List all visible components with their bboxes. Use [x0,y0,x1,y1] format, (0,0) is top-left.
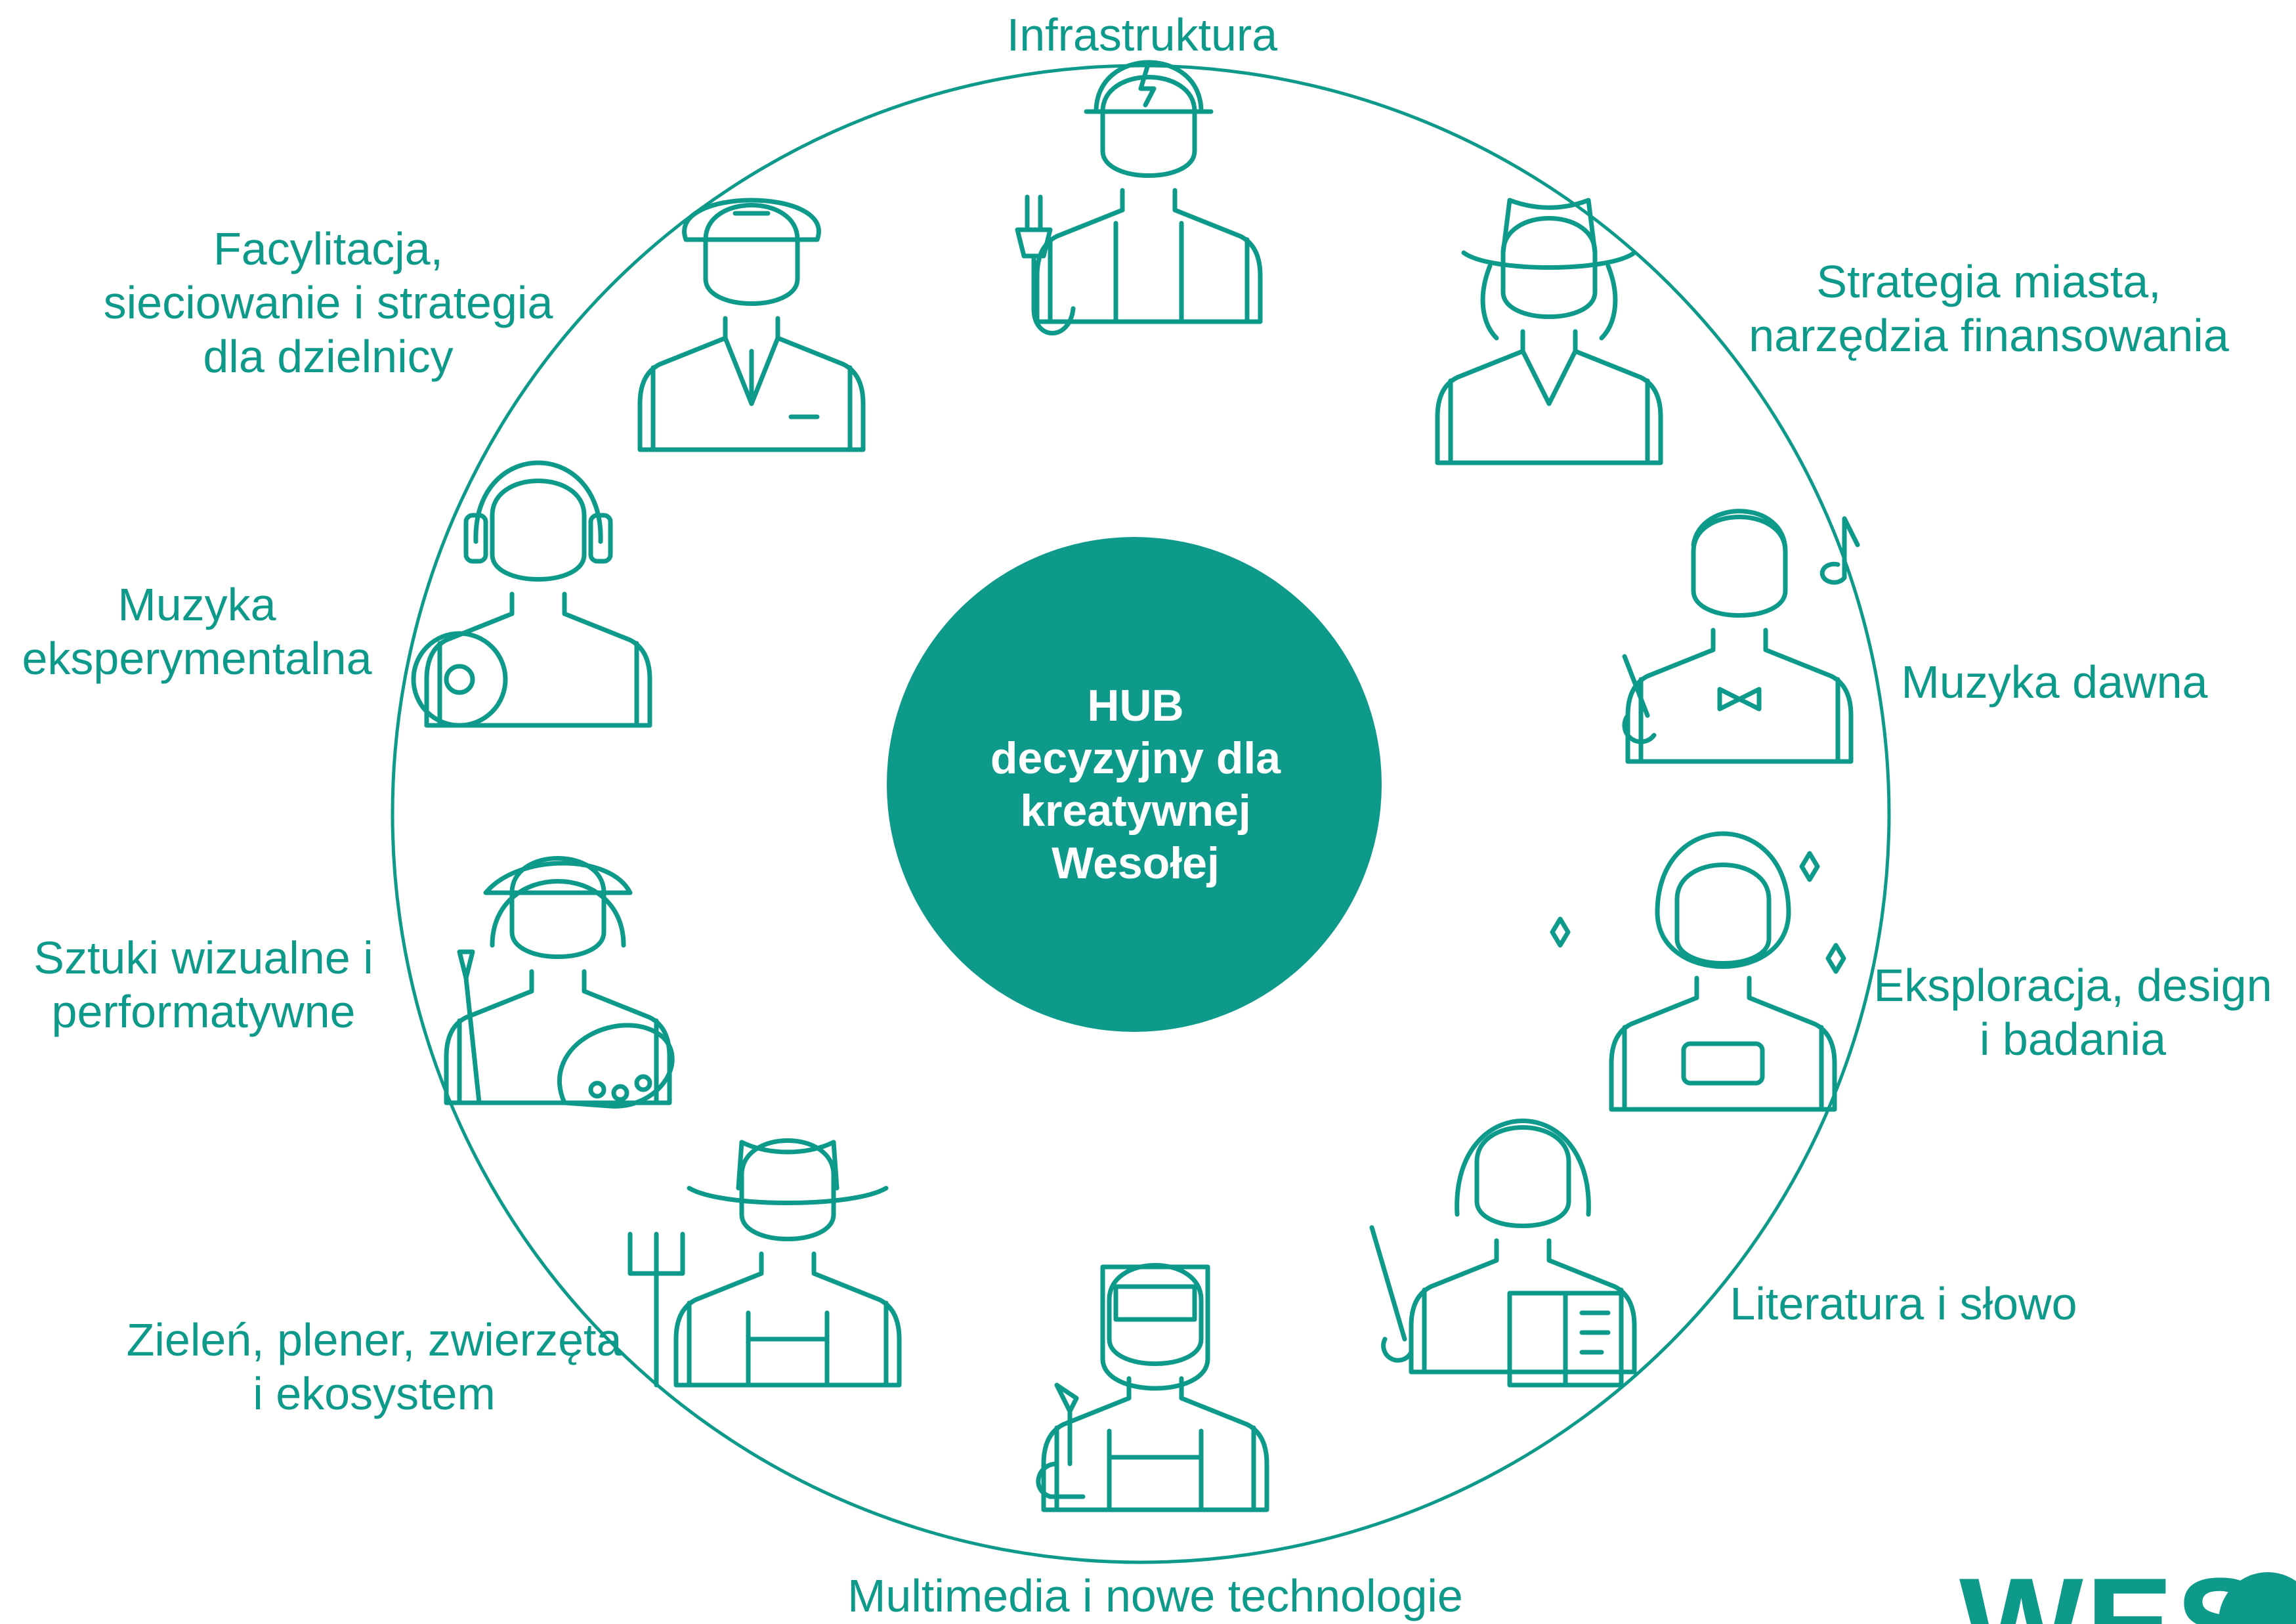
label-zielen: Zieleń, plener, zwierzęta i ekosystem [79,1313,670,1421]
label-line: narzędzia finansowania [1749,310,2229,361]
cowboy-person-icon [1437,198,1661,463]
label-line: performatywne [51,986,356,1037]
label-muzyka-eksp: Muzyka eksperymentalna [7,578,387,685]
logo-text: WES [1959,1559,2266,1624]
label-line: Eksploracja, design [1873,960,2272,1011]
hub-title: HUB decyzyjny dla kreatywnej Wesołej [919,679,1352,889]
label-line: i ekosystem [253,1368,496,1419]
label-line: Strategia miasta, [1816,256,2161,307]
label-line: dla dzielnicy [203,331,454,382]
label-line: Multimedia i nowe technologie [847,1570,1463,1621]
label-infrastruktura: Infrastruktura [939,8,1346,62]
painter-palette-icon [446,859,675,1109]
label-line: eksperymentalna [22,633,372,684]
hub-line: Wesołej [1052,838,1220,888]
conductor-icon [1622,509,1860,761]
hub-circle [887,537,1382,1032]
hub-line: HUB [1087,681,1184,731]
pilot-uniform-icon [640,198,863,450]
label-line: Literatura i słowo [1730,1278,2077,1329]
label-line: Muzyka [117,579,276,630]
weso-logo: WES [1959,1546,2296,1624]
label-line: i badania [1979,1014,2167,1065]
hub-line: kreatywnej [1020,786,1251,836]
label-line: Muzyka dawna [1901,656,2208,708]
farmer-pitchfork-icon [627,1141,899,1388]
label-strategia: Strategia miasta, narzędzia finansowania [1720,255,2258,362]
teacher-book-icon [1369,1119,1634,1388]
label-line: Infrastruktura [1006,9,1278,60]
label-line: Facylitacja, [213,223,444,274]
outer-ring [391,64,1891,1564]
label-facylitacja: Facylitacja, sieciowanie i strategia dla… [66,222,591,383]
hub-line: decyzyjny dla [990,733,1281,783]
dj-headphones-icon [411,460,650,728]
engineer-hardhat-icon [1015,60,1260,335]
label-line: Sztuki wizualne i [33,932,373,983]
label-line: Zieleń, plener, zwierzęta [126,1314,622,1365]
label-line: sieciowanie i strategia [103,277,553,328]
label-sztuki: Sztuki wizualne i performatywne [13,931,394,1038]
astronaut-icon [1550,831,1846,1109]
label-muzyka-dawna: Muzyka dawna [1884,655,2225,709]
label-multimedia: Multimedia i nowe technologie [807,1569,1503,1623]
label-literatura: Literatura i słowo [1707,1277,2100,1331]
label-eksploracja: Eksploracja, design i badania [1863,958,2283,1066]
welder-mask-icon [1036,1266,1267,1512]
